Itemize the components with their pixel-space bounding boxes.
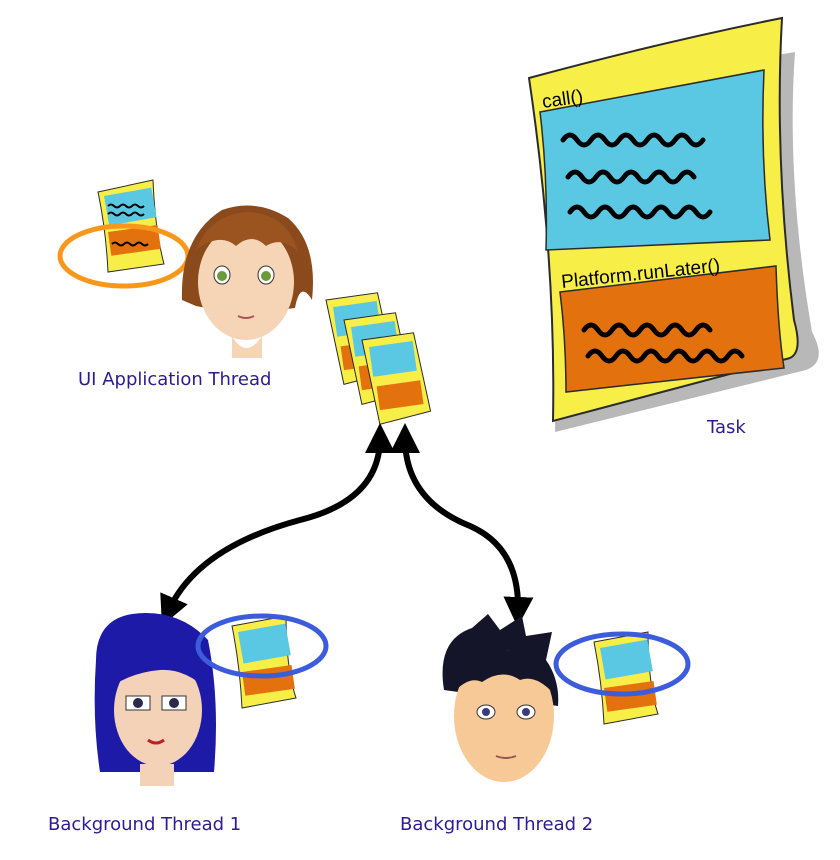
arrow-ui-to-bg2 <box>390 423 534 627</box>
task-document-icon: call() Platform.runLater() <box>527 16 819 432</box>
arrow-ui-to-bg1 <box>160 423 395 626</box>
bg-thread-2-task-doc-icon <box>593 631 659 725</box>
call-panel <box>539 69 771 251</box>
task-queue-docs-icon <box>325 292 432 425</box>
bg-thread-1-highlight-ring <box>195 613 329 679</box>
ui-thread-avatar <box>181 205 313 358</box>
task-label: Task <box>706 417 746 438</box>
bg-thread-1-task-doc-icon <box>231 615 297 709</box>
bg-thread-2-avatar <box>442 614 559 782</box>
bg-thread-2-label: Background Thread 2 <box>400 814 593 835</box>
ui-thread-label: UI Application Thread <box>78 369 271 390</box>
bg-thread-1-avatar <box>94 613 216 786</box>
call-code-squiggles <box>560 132 713 220</box>
bg-thread-1-label: Background Thread 1 <box>48 814 241 835</box>
bg-thread-2-highlight-ring <box>553 631 691 697</box>
runlater-code-squiggles <box>581 322 745 364</box>
